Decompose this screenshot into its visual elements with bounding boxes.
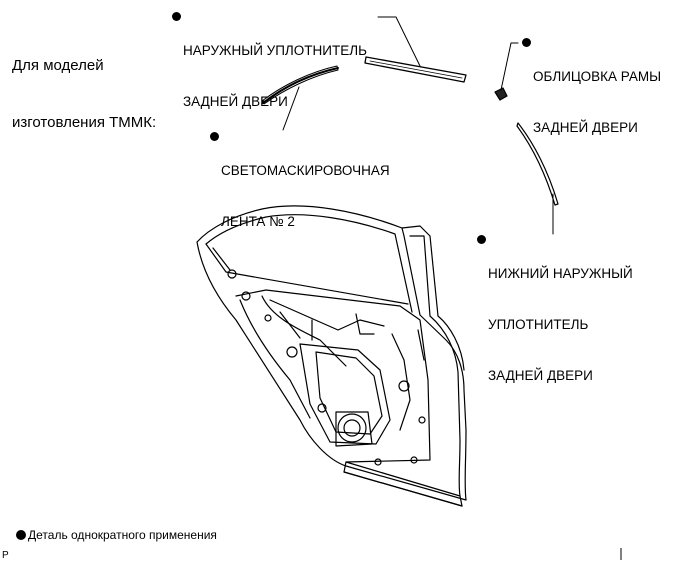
rear-door-outline [196,205,467,507]
label-blackout-tape: СВЕТОМАСКИРОВОЧНАЯ ЛЕНТА № 2 [210,128,390,264]
header-title: Для моделей изготовления ТММК: [12,18,156,151]
label-frame-garnish-line2: ЗАДНЕЙ ДВЕРИ [533,120,638,135]
leader-line-blackout-tape [282,86,300,131]
one-time-use-marker-icon [172,12,181,21]
lower-outer-seal-part [516,122,559,206]
legend-marker-icon [16,530,26,540]
label-frame-garnish-line1: ОБЛИЦОВКА РАМЫ [533,69,662,84]
header-line-2: изготовления ТММК: [12,114,157,131]
label-lower-outer-seal-line3: ЗАДНЕЙ ДВЕРИ [488,368,593,383]
leader-line-outer-seal [377,16,421,67]
legend-text: Деталь однократного применения [28,528,217,542]
footer-code: P [2,550,9,561]
blackout-tape-part [261,65,339,105]
legend: Деталь однократного применения [16,528,217,543]
one-time-use-marker-icon [522,38,531,47]
label-blackout-tape-line2: ЛЕНТА № 2 [221,214,295,229]
label-lower-outer-seal: НИЖНИЙ НАРУЖНЫЙ УПЛОТНИТЕЛЬ ЗАДНЕЙ ДВЕРИ [477,231,633,418]
one-time-use-marker-icon [477,235,486,244]
frame-garnish-part [494,87,508,101]
label-lower-outer-seal-line1: НИЖНИЙ НАРУЖНЫЙ [488,266,633,281]
label-outer-seal: НАРУЖНЫЙ УПЛОТНИТЕЛЬ ЗАДНЕЙ ДВЕРИ [172,8,367,144]
label-lower-outer-seal-line2: УПЛОТНИТЕЛЬ [488,317,589,332]
leader-line-frame-garnish [500,42,519,91]
one-time-use-marker-icon [210,132,219,141]
label-outer-seal-line2: ЗАДНЕЙ ДВЕРИ [183,94,288,109]
header-line-1: Для моделей [12,57,104,74]
label-blackout-tape-line1: СВЕТОМАСКИРОВОЧНАЯ [221,163,390,178]
label-frame-garnish: ОБЛИЦОВКА РАМЫ ЗАДНЕЙ ДВЕРИ [522,34,661,170]
label-outer-seal-line1: НАРУЖНЫЙ УПЛОТНИТЕЛЬ [183,43,367,58]
